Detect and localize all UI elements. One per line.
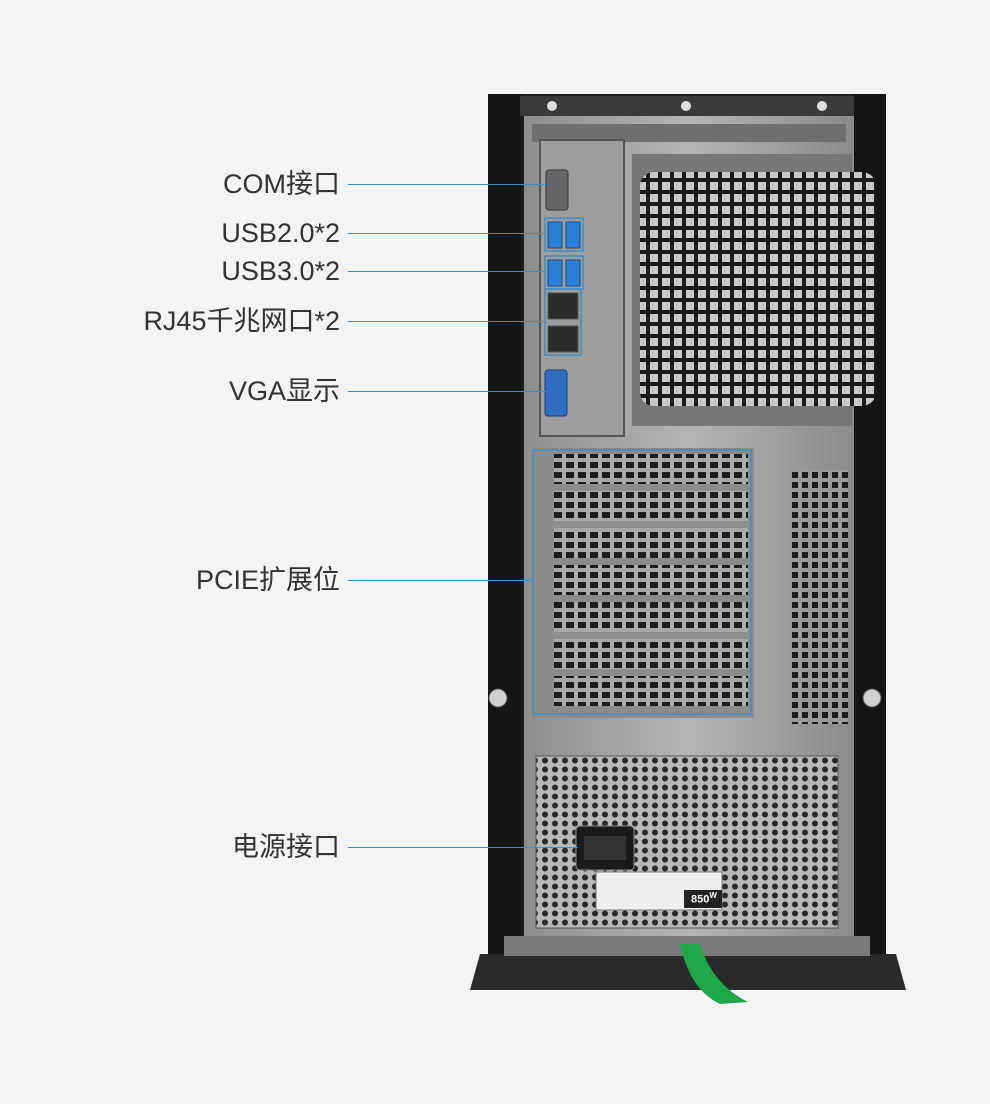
pcie-slot	[554, 602, 748, 632]
pcie-slot	[554, 565, 748, 595]
leader-line	[348, 184, 546, 185]
fan-grille	[640, 172, 876, 406]
leader-line	[348, 233, 546, 234]
case-base	[470, 954, 906, 990]
pcie-slot	[554, 639, 748, 669]
callout-vga: VGA显示	[228, 376, 340, 406]
leader-line	[348, 321, 546, 322]
usb2-port	[547, 221, 563, 249]
screw	[817, 101, 827, 111]
psu-wattage: 850W	[691, 891, 717, 906]
usb3-port	[547, 259, 563, 287]
rj45-port	[547, 325, 579, 353]
rj45-port	[547, 292, 579, 320]
com-port	[545, 169, 569, 211]
vga-port	[544, 369, 568, 417]
thumb-screw	[488, 688, 508, 708]
thumb-screw	[862, 688, 882, 708]
callout-power: 电源接口	[232, 832, 340, 862]
pull-handle	[680, 944, 748, 1004]
pcie-slot	[554, 454, 748, 484]
case-side-left	[488, 94, 522, 964]
leader-line	[348, 271, 546, 272]
pcie-slot	[554, 528, 748, 558]
callout-usb2: USB2.0*2	[221, 218, 340, 248]
leader-line	[348, 847, 578, 848]
usb2-port	[565, 221, 581, 249]
callout-rj45: RJ45千兆网口*2	[143, 306, 340, 336]
callout-usb3: USB3.0*2	[221, 256, 340, 286]
pcie-slot	[554, 491, 748, 521]
screw	[547, 101, 557, 111]
screw	[681, 101, 691, 111]
usb3-port	[565, 259, 581, 287]
leader-line	[348, 580, 533, 581]
pcie-slot	[554, 676, 748, 706]
callout-com: COM接口	[223, 169, 340, 199]
callout-pcie: PCIE扩展位	[195, 565, 340, 595]
side-vent	[788, 470, 848, 724]
leader-line	[348, 391, 546, 392]
